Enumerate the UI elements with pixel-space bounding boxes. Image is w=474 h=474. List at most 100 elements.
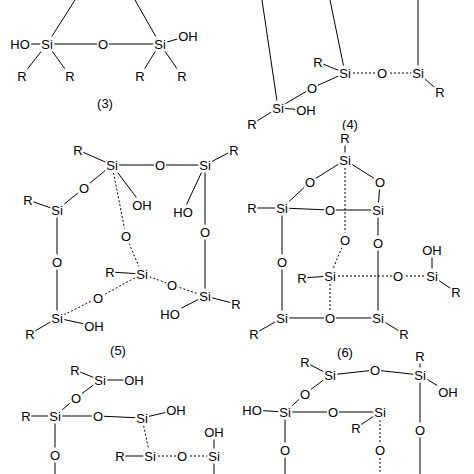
- atom-label: O: [327, 405, 339, 420]
- atom-label: R: [398, 327, 409, 342]
- structure-number: (5): [109, 343, 127, 358]
- dashed-bond: [112, 165, 126, 236]
- atom-label: O: [304, 175, 316, 190]
- atom-label: OH: [421, 243, 443, 258]
- atom-label: R: [414, 349, 425, 364]
- bond-line: [330, 0, 345, 73]
- atom-label: R: [434, 85, 445, 100]
- atom-label: Si: [50, 311, 64, 326]
- atom-label: R: [104, 265, 115, 280]
- atom-label: Si: [323, 269, 337, 284]
- bond-line: [205, 165, 206, 232]
- atom-label: OH: [203, 425, 225, 440]
- bond-line: [282, 318, 330, 319]
- atom-label: R: [176, 69, 187, 84]
- atom-label: Si: [338, 153, 352, 168]
- bond-line: [285, 412, 333, 413]
- atom-label: Si: [323, 368, 337, 383]
- bond-line: [47, 44, 103, 45]
- atom-label: R: [350, 421, 361, 436]
- bond-line: [262, 0, 278, 108]
- atom-label: Si: [198, 289, 212, 304]
- atom-label: Si: [371, 203, 385, 218]
- atom-label: R: [24, 327, 35, 342]
- atom-label: R: [296, 271, 307, 286]
- atom-label: R: [246, 201, 257, 216]
- atom-label: HO: [241, 403, 263, 418]
- structure-number: (6): [336, 345, 354, 360]
- atom-label: OH: [177, 29, 199, 44]
- atom-label: Si: [48, 409, 62, 424]
- atom-label: Si: [93, 373, 107, 388]
- atom-label: O: [299, 387, 311, 402]
- atom-label: OH: [437, 385, 459, 400]
- atom-label: R: [22, 193, 33, 208]
- atom-label: HO: [9, 37, 31, 52]
- atom-label: O: [49, 448, 61, 463]
- atom-label: Si: [413, 368, 427, 383]
- atom-label: R: [114, 449, 125, 464]
- atom-label: O: [339, 233, 351, 248]
- atom-label: O: [374, 443, 386, 458]
- atom-label: Si: [105, 158, 119, 173]
- bond-line: [103, 44, 160, 45]
- atom-label: R: [246, 117, 257, 132]
- atom-label: Si: [153, 37, 167, 52]
- atom-label: O: [154, 158, 166, 173]
- atom-label: Si: [143, 449, 157, 464]
- atom-label: R: [134, 69, 145, 84]
- atom-label: O: [372, 236, 384, 251]
- atom-label: R: [248, 327, 259, 342]
- atom-label: O: [120, 229, 132, 244]
- bond-line: [282, 208, 330, 210]
- atom-label: O: [78, 181, 90, 196]
- atom-label: O: [324, 203, 336, 218]
- atom-label: Si: [207, 449, 221, 464]
- atom-label: Si: [371, 311, 385, 326]
- atom-label: O: [166, 278, 178, 293]
- atom-label: Si: [411, 66, 425, 81]
- bond-line: [205, 232, 206, 296]
- atom-label: R: [230, 297, 241, 312]
- atom-label: Si: [373, 405, 387, 420]
- atom-label: R: [72, 143, 83, 158]
- structure-number: (4): [341, 117, 359, 132]
- atom-label: O: [176, 449, 188, 464]
- atom-label: Si: [275, 201, 289, 216]
- bond-line: [378, 243, 379, 318]
- bond-line: [112, 165, 160, 166]
- atom-label: Si: [278, 405, 292, 420]
- atom-label: OH: [165, 403, 187, 418]
- dashed-bond: [345, 160, 346, 240]
- atom-label: HO: [159, 307, 181, 322]
- atom-label: Si: [135, 267, 149, 282]
- atom-label: R: [339, 131, 350, 146]
- atom-label: R: [69, 363, 80, 378]
- atom-label: OH: [123, 373, 145, 388]
- atom-label: O: [97, 37, 109, 52]
- atom-label: O: [199, 225, 211, 240]
- atom-label: O: [392, 269, 404, 284]
- atom-label: OH: [131, 198, 153, 213]
- atom-label: R: [450, 285, 461, 300]
- atom-label: Si: [425, 269, 439, 284]
- atom-label: Si: [338, 66, 352, 81]
- atom-label: HO: [172, 205, 194, 220]
- bond-line: [418, 0, 419, 73]
- atom-label: O: [374, 175, 386, 190]
- atom-label: R: [228, 143, 239, 158]
- atom-label: R: [64, 69, 75, 84]
- atom-label: Si: [198, 158, 212, 173]
- atom-label: Si: [271, 101, 285, 116]
- atom-label: O: [276, 255, 288, 270]
- atom-label: O: [51, 255, 63, 270]
- atom-label: Si: [275, 311, 289, 326]
- atom-label: O: [414, 423, 426, 438]
- atom-label: Si: [50, 203, 64, 218]
- atom-label: O: [92, 409, 104, 424]
- atom-label: R: [299, 355, 310, 370]
- atom-label: R: [16, 69, 27, 84]
- dashed-bond: [330, 276, 398, 277]
- atom-label: O: [70, 391, 82, 406]
- atom-label: O: [376, 66, 388, 81]
